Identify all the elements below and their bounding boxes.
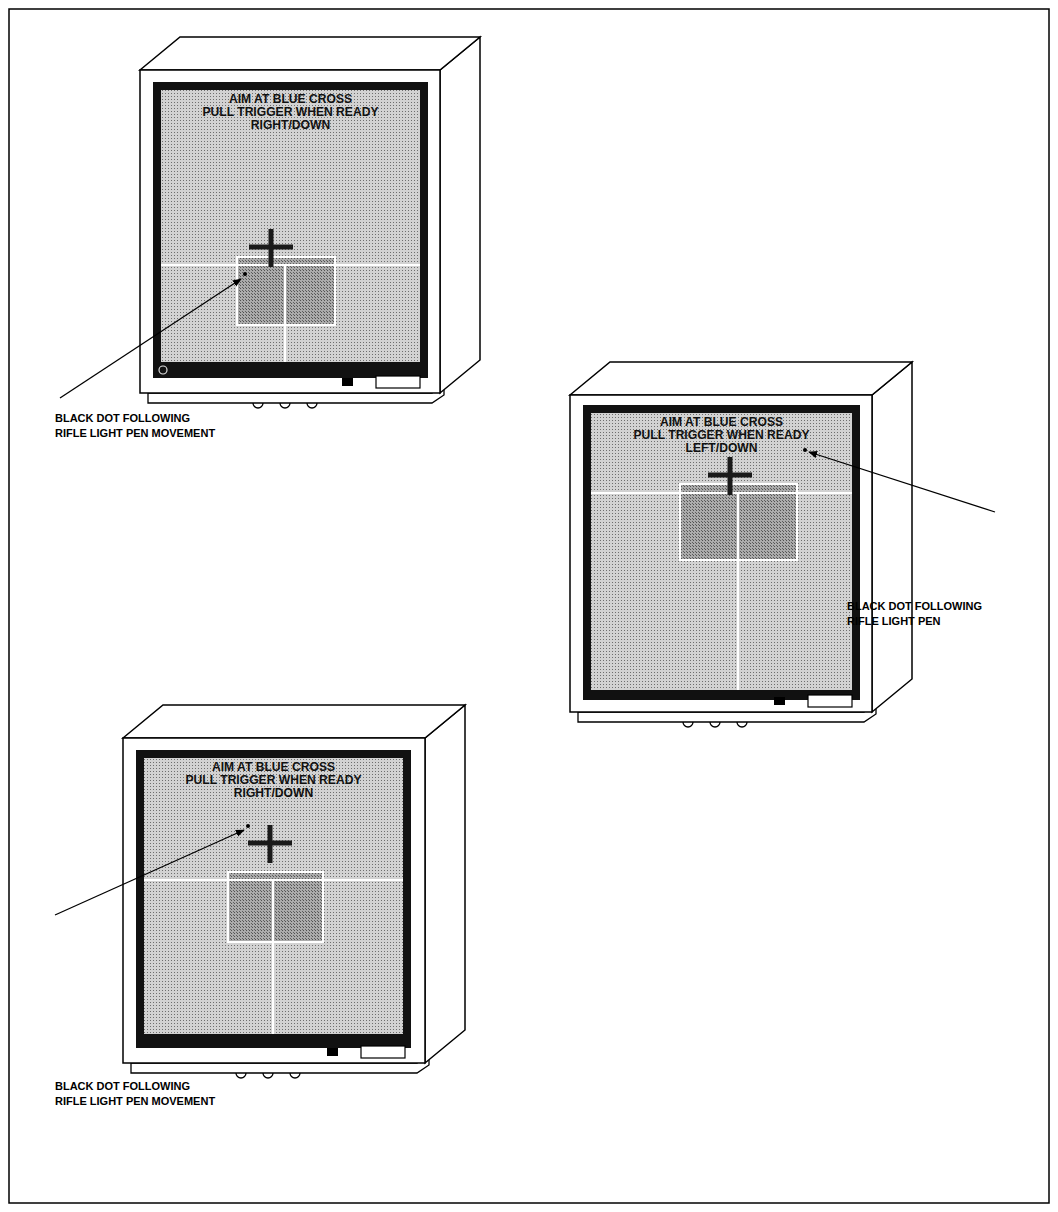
screen-display: AIM AT BLUE CROSSPULL TRIGGER WHEN READY… [591,413,852,690]
screen-area [144,758,403,1034]
leader-arrow [60,279,241,398]
crt-monitor [123,705,465,1078]
monitor-top [570,362,912,395]
crt-monitor [140,37,480,408]
grid-line [272,880,274,1034]
power-light [342,378,353,386]
monitor-front [140,70,440,393]
screen-instruction: AIM AT BLUE CROSS [144,761,403,774]
leader-arrow [55,830,244,915]
light-pen-dot [243,272,247,276]
callout-label: BLACK DOT FOLLOWING RIFLE LIGHT PEN MOVE… [55,411,219,441]
light-pen-dot [246,824,250,828]
control-panel [808,695,852,707]
control-panel [376,376,420,388]
screen-area [591,413,852,690]
callout-label: BLACK DOT FOLLOWING RIFLE LIGHT PEN MOVE… [55,1079,219,1109]
aim-cross [268,825,273,863]
light-pen-dot [803,448,807,452]
aim-cross [728,457,733,495]
logo-mark [159,366,167,374]
screen-instruction: PULL TRIGGER WHEN READY [144,774,403,787]
figure-border [9,9,1049,1203]
screen-bezel [583,405,860,700]
monitor-side [872,362,912,712]
aim-cross [269,229,274,267]
monitor-top [140,37,480,70]
screen-area [161,90,420,362]
grid-line [161,264,420,266]
leader-arrow [809,452,995,512]
screen-instruction: AIM AT BLUE CROSS [161,93,420,106]
power-light [327,1048,338,1056]
monitor-side [425,705,465,1063]
monitor-side [440,37,480,393]
screen-bezel [136,750,411,1048]
screen-bezel [153,82,428,378]
screen-instruction: RIGHT/DOWN [161,119,420,132]
control-panel [361,1046,405,1058]
screen-display: AIM AT BLUE CROSSPULL TRIGGER WHEN READY… [144,758,403,1034]
callout-label: BLACK DOT FOLLOWING RIFLE LIGHT PEN [847,599,986,629]
power-light [774,697,785,705]
crt-monitor [570,362,912,727]
monitor-top [123,705,465,738]
screen-instruction: PULL TRIGGER WHEN READY [591,429,852,442]
monitor-front [123,738,425,1063]
screen-instruction: PULL TRIGGER WHEN READY [161,106,420,119]
screen-instruction: RIGHT/DOWN [144,787,403,800]
screen-display: AIM AT BLUE CROSSPULL TRIGGER WHEN READY… [161,90,420,362]
grid-line [737,493,739,690]
screen-instruction: AIM AT BLUE CROSS [591,416,852,429]
monitor-front [570,395,872,712]
target-box [228,872,323,942]
screen-instruction: LEFT/DOWN [591,442,852,455]
grid-line [591,492,852,494]
grid-line [284,265,286,362]
